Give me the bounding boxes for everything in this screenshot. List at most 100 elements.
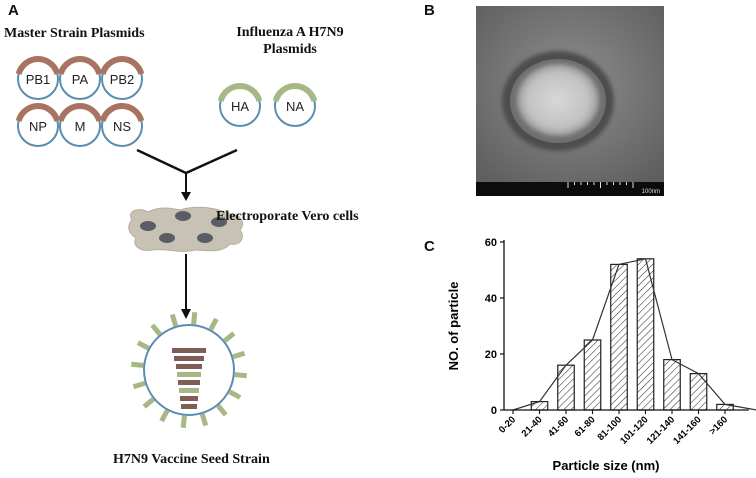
plasmid-pa-icon: PA [57, 56, 103, 100]
plasmid-ns-icon: NS [99, 103, 145, 147]
influenza-title: Influenza A H7N9 Plasmids [212, 24, 368, 58]
rna-segment [176, 364, 202, 369]
influenza-title-line2: Plasmids [263, 42, 317, 57]
bar [689, 373, 708, 411]
plasmid-insert [57, 56, 103, 75]
rna-segment [181, 404, 197, 409]
spike [159, 409, 170, 423]
plasmid-insert [15, 103, 61, 122]
bar [610, 263, 628, 411]
plasmid-label: PB1 [26, 72, 51, 87]
arrow-2-head [181, 309, 191, 319]
spike [136, 340, 150, 351]
spike [132, 380, 146, 390]
rna-segment [174, 356, 204, 361]
rna-segment [178, 380, 200, 385]
spike [223, 331, 236, 343]
plasmid-pb2-icon: PB2 [99, 56, 145, 100]
x-tick-label: 21-40 [520, 414, 545, 439]
plasmid-insert [57, 103, 103, 122]
spike [208, 317, 219, 331]
plasmid-insert [99, 56, 145, 75]
y-axis-label: NO. of particle [446, 282, 461, 371]
spike [228, 389, 242, 400]
bar [583, 339, 602, 411]
panel-c-letter: C [424, 238, 435, 255]
panel-b-letter: B [424, 2, 435, 19]
vaccine-seed-label: H7N9 Vaccine Seed Strain [113, 452, 270, 467]
y-tick-label: 60 [485, 237, 497, 249]
plasmid-pb1-icon: PB1 [15, 56, 61, 100]
panel-a-letter: A [8, 2, 19, 19]
plasmid-ha-icon: HA [217, 83, 263, 127]
virion-core [517, 64, 599, 136]
plasmid-label: NA [286, 99, 304, 114]
plasmid-na-icon: NA [272, 83, 318, 127]
x-tick-label: 61-80 [573, 414, 598, 439]
spike [216, 404, 228, 417]
influenza-title-line1: Influenza A H7N9 [236, 25, 344, 40]
cell-nucleus [197, 233, 213, 243]
plasmid-m-icon: M [57, 103, 103, 147]
plasmid-insert [99, 103, 145, 122]
spike [191, 312, 198, 325]
scale-bar-ticks [567, 182, 634, 188]
master-strain-title: Master Strain Plasmids [4, 26, 145, 41]
cell-nucleus [140, 221, 156, 231]
spike [199, 413, 209, 427]
frequency-polygon-line [512, 258, 756, 411]
y-tick-label: 20 [485, 349, 497, 361]
plasmid-np-icon: NP [15, 103, 61, 147]
plasmid-insert [272, 83, 318, 102]
scale-bar-strip [476, 182, 664, 196]
virus-spikes-group [131, 312, 247, 428]
merge-line-right [185, 148, 238, 175]
cell-nucleus [159, 233, 175, 243]
plasmid-insert [217, 83, 263, 102]
virus-envelope-icon [143, 324, 235, 416]
influenza-plasmids-group: HA NA [217, 83, 318, 127]
electroporate-label: Electroporate Vero cells [216, 209, 359, 224]
cell-nucleus [211, 217, 227, 227]
arrow-1-head [181, 192, 191, 201]
plasmid-label: PB2 [110, 72, 135, 87]
scale-label: 100nm [642, 189, 660, 195]
rna-segment [172, 348, 206, 353]
rna-segment [177, 372, 201, 377]
merge-line-left [136, 148, 187, 175]
x-tick-label: 141-160 [671, 414, 703, 446]
plasmid-label: PA [72, 72, 89, 87]
x-tick-label: 0-20 [497, 414, 518, 435]
bar [663, 358, 681, 411]
plasmid-label: NS [113, 119, 131, 134]
spike [234, 372, 247, 379]
plasmid-label: HA [231, 99, 249, 114]
x-tick-label: 121-140 [645, 414, 677, 446]
bar [557, 364, 575, 411]
bars-group [530, 258, 734, 411]
y-tick-label: 40 [485, 293, 497, 305]
x-tick-label: 41-60 [546, 414, 571, 439]
y-tick-label: 0 [491, 405, 497, 417]
spike [150, 323, 162, 336]
spike [169, 313, 179, 327]
spike [131, 361, 144, 368]
x-tick-label: 101-120 [618, 414, 650, 446]
x-axis-label: Particle size (nm) [553, 458, 660, 473]
rna-segment [179, 388, 199, 393]
spike [180, 415, 187, 428]
plasmid-label: M [75, 119, 86, 134]
rna-segments-group [172, 348, 206, 409]
plasmid-label: NP [29, 119, 47, 134]
spike [142, 397, 155, 409]
spike [232, 350, 246, 360]
em-micrograph-image: 100nm [476, 6, 664, 196]
cell-nucleus [175, 211, 191, 221]
rna-segment [180, 396, 198, 401]
x-tick-label: >160 [707, 414, 730, 437]
y-ticks-group: 0 20 40 60 [485, 237, 504, 417]
